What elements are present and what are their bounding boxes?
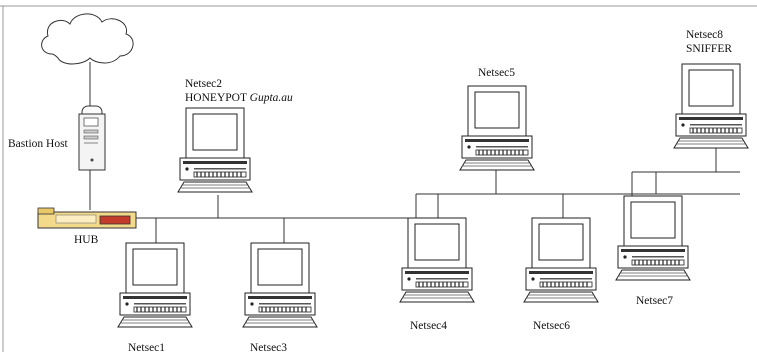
workstation-netsec2	[177, 107, 253, 193]
netsec8-role-label: SNIFFER	[686, 43, 732, 55]
netsec8-label: Netsec8	[686, 29, 723, 41]
netsec2-label: Netsec2	[185, 78, 222, 90]
workstation-netsec3	[242, 242, 318, 328]
workstation-icon	[399, 217, 475, 303]
workstation-netsec1	[117, 242, 193, 328]
workstation-icon	[673, 63, 749, 149]
netsec1-label: Netsec1	[128, 342, 165, 352]
bastion-host-label: Bastion Host	[8, 138, 69, 150]
netsec7-label: Netsec7	[636, 295, 673, 307]
cloud-icon	[41, 13, 134, 65]
workstation-netsec8	[673, 63, 749, 149]
network-cabling	[89, 62, 740, 243]
hub-icon	[37, 207, 137, 229]
workstation-icon	[177, 107, 253, 193]
workstation-icon	[459, 85, 535, 171]
workstation-netsec6	[523, 217, 599, 303]
netsec4-label: Netsec4	[410, 320, 447, 332]
netsec5-label: Netsec5	[478, 67, 515, 79]
workstation-icon	[615, 195, 691, 281]
workstation-icon	[242, 242, 318, 328]
workstation-netsec5	[459, 85, 535, 171]
netsec3-label: Netsec3	[250, 342, 287, 352]
netsec2-role-label: HONEYPOT Gupta.au	[185, 92, 293, 104]
workstation-icon	[117, 242, 193, 328]
workstation-icon	[523, 217, 599, 303]
workstation-netsec4	[399, 217, 475, 303]
netsec6-label: Netsec6	[533, 320, 570, 332]
workstation-netsec7	[615, 195, 691, 281]
hub-label: HUB	[74, 234, 99, 246]
bastion-host-icon	[78, 105, 106, 171]
